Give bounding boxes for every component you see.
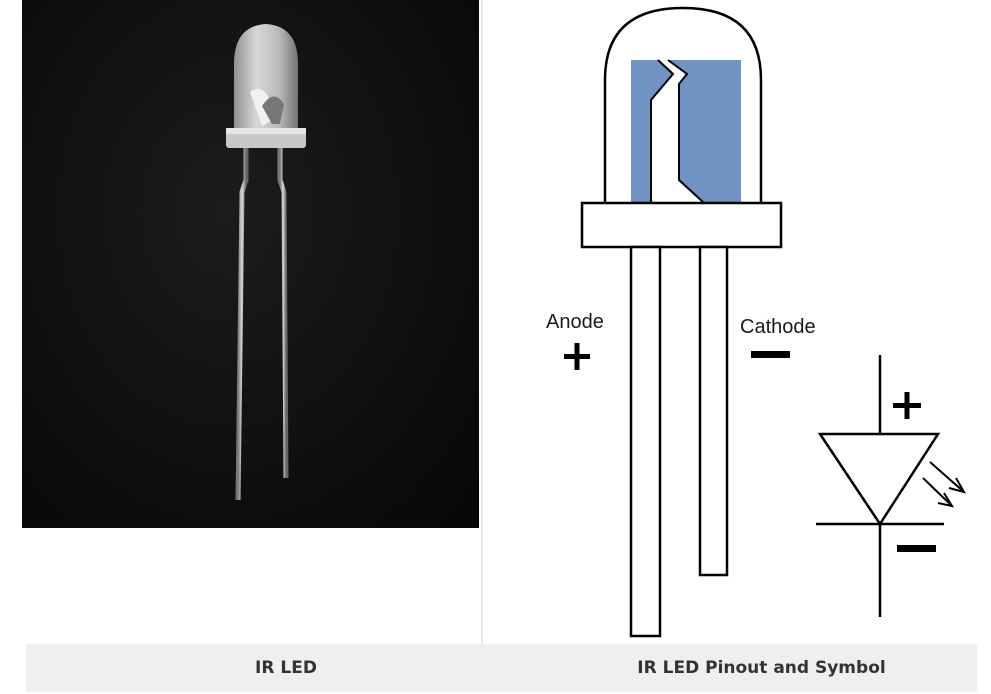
- led-rim: [582, 203, 781, 247]
- caption-pinout-symbol: IR LED Pinout and Symbol: [546, 644, 977, 692]
- cathode-minus-sign: [751, 351, 790, 358]
- ir-led-pinout-diagram: Anode Cathode: [483, 0, 991, 644]
- anode-plus-sign: [564, 343, 590, 370]
- caption-bar: IR LED IR LED Pinout and Symbol: [26, 644, 977, 692]
- anode-label: Anode: [546, 311, 604, 333]
- diode-symbol: [816, 355, 964, 617]
- cathode-leg: [700, 247, 727, 575]
- caption-ir-led: IR LED: [26, 644, 546, 692]
- ir-led-photo: [22, 0, 479, 528]
- anode-leg: [631, 247, 660, 636]
- cathode-label: Cathode: [740, 316, 816, 338]
- pinout-drawing: Anode Cathode: [483, 0, 991, 644]
- ir-led-photo-drawing: [22, 0, 479, 528]
